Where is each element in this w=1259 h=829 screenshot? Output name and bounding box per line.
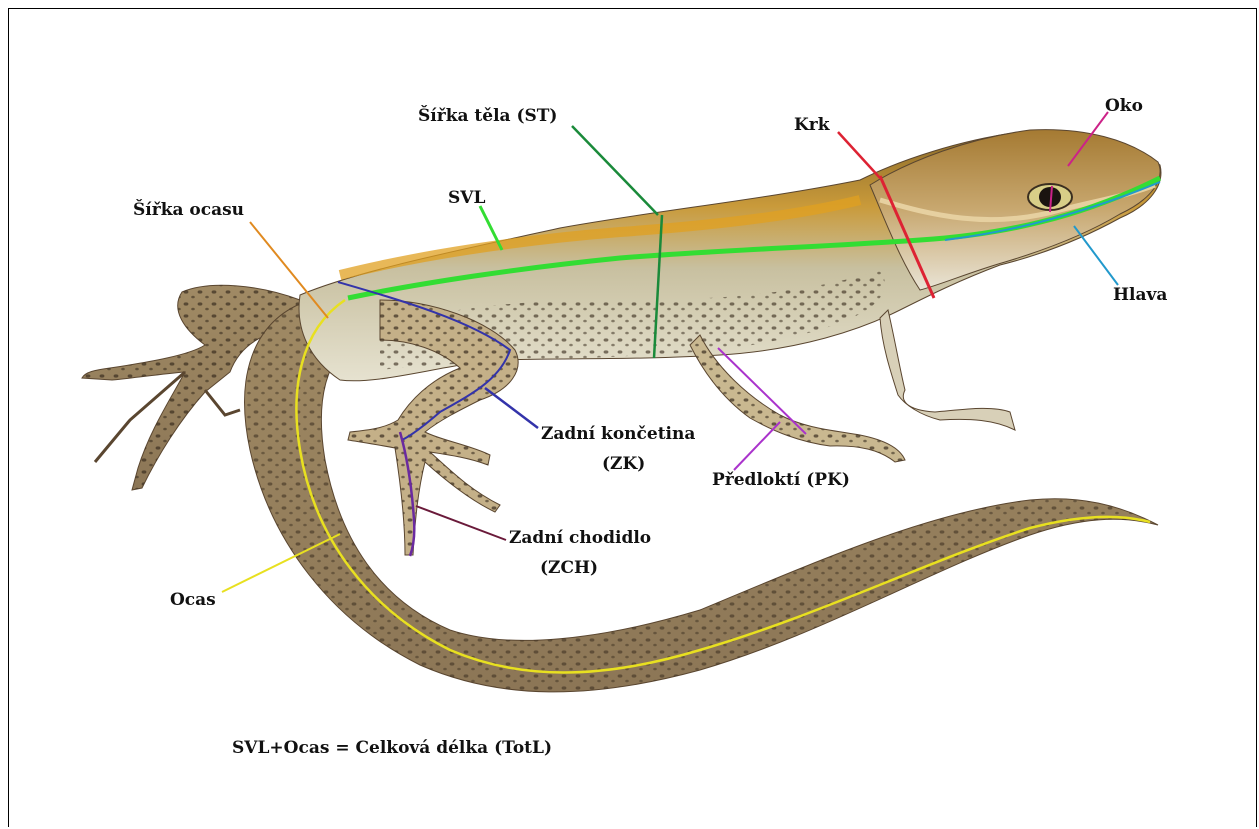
sirka-tela-leader-line [572,126,658,215]
predlokti-leader-line [734,422,780,470]
zadni-koncetina-leader-line [485,388,538,428]
label-zadni-chodidlo-abbr: (ZCH) [540,558,598,578]
formula-caption: SVL+Ocas = Celková délka (TotL) [232,738,552,758]
lizard-head [870,130,1160,290]
label-krk: Krk [794,115,830,135]
label-predlokti: Předloktí (PK) [712,470,850,490]
hlava-leader-line [1074,226,1118,285]
label-oko: Oko [1105,96,1143,116]
label-hlava: Hlava [1113,285,1167,305]
label-zadni-koncetina: Zadní končetina [541,424,695,444]
label-zadni-chodidlo: Zadní chodidlo [509,528,651,548]
label-sirka-ocasu: Šířka ocasu [133,200,244,220]
label-zadni-koncetina-abbr: (ZK) [602,454,645,474]
label-ocas: Ocas [170,590,216,610]
label-svl: SVL [448,188,485,208]
front-right-leg [880,310,1015,430]
krk-leader-line [838,132,880,178]
label-sirka-tela: Šířka těla (ST) [418,106,557,126]
